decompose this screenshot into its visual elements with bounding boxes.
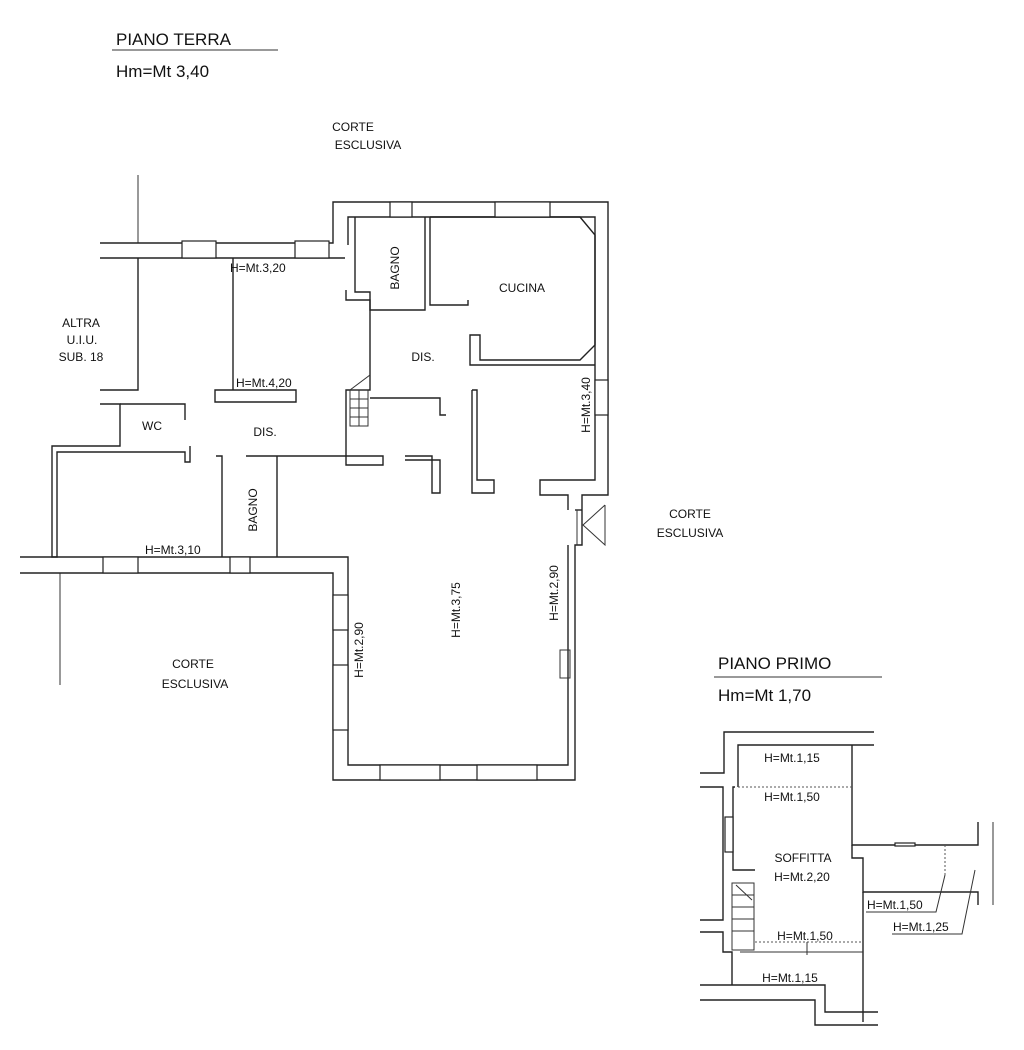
altra-uiu-label: ALTRA	[62, 316, 100, 330]
first-floor-height: Hm=Mt 1,70	[718, 686, 811, 705]
ground-floor-header: PIANO TERRA Hm=Mt 3,40	[112, 30, 278, 81]
height-label: H=Mt.1,25	[893, 920, 949, 934]
plan-label: U.I.U.	[67, 333, 98, 347]
plan-label: ESCLUSIVA	[657, 526, 723, 540]
height-label: H=Mt.3,10	[145, 543, 201, 557]
plan-label: ESCLUSIVA	[335, 138, 401, 152]
height-label: H=Mt.3,20	[230, 261, 286, 275]
soffitta-label: SOFFITTA	[774, 851, 831, 865]
first-floor-title: PIANO PRIMO	[718, 654, 831, 673]
height-label: H=Mt.1,50	[777, 929, 833, 943]
ground-floor-title: PIANO TERRA	[116, 30, 232, 49]
bagno-bottom-label: BAGNO	[246, 488, 260, 531]
first-floor-walls	[700, 731, 994, 1026]
plan-label: ESCLUSIVA	[162, 677, 228, 691]
first-floor-header: PIANO PRIMO Hm=Mt 1,70	[714, 654, 882, 705]
height-label: H=Mt.2,90	[352, 622, 366, 678]
height-label: H=Mt.1,50	[867, 898, 923, 912]
height-label: H=Mt.2,20	[774, 870, 830, 884]
ground-floor-labels: CORTE ESCLUSIVA CORTE ESCLUSIVA CORTE ES…	[59, 120, 724, 691]
cucina-label: CUCINA	[499, 281, 545, 295]
height-label: H=Mt.1,15	[764, 751, 820, 765]
height-label: H=Mt.2,90	[547, 565, 561, 621]
height-label: H=Mt.3,40	[579, 377, 593, 433]
corte-bottom-label: CORTE	[172, 657, 214, 671]
dis-label: DIS.	[253, 425, 276, 439]
height-label: H=Mt.1,15	[762, 971, 818, 985]
dis-label: DIS.	[411, 350, 434, 364]
corte-top-label: CORTE	[332, 120, 374, 134]
first-floor-labels: H=Mt.1,15 H=Mt.1,50 SOFFITTA H=Mt.2,20 H…	[762, 751, 949, 985]
windows	[102, 201, 609, 781]
plan-label: SUB. 18	[59, 350, 104, 364]
wc-label: WC	[142, 419, 162, 433]
height-label: H=Mt.4,20	[236, 376, 292, 390]
bagno-top-label: BAGNO	[388, 246, 402, 289]
ground-floor-height: Hm=Mt 3,40	[116, 62, 209, 81]
corte-right-label: CORTE	[669, 507, 711, 521]
height-label: H=Mt.3,75	[449, 582, 463, 638]
height-label: H=Mt.1,50	[764, 790, 820, 804]
ground-floor-walls	[20, 175, 609, 781]
